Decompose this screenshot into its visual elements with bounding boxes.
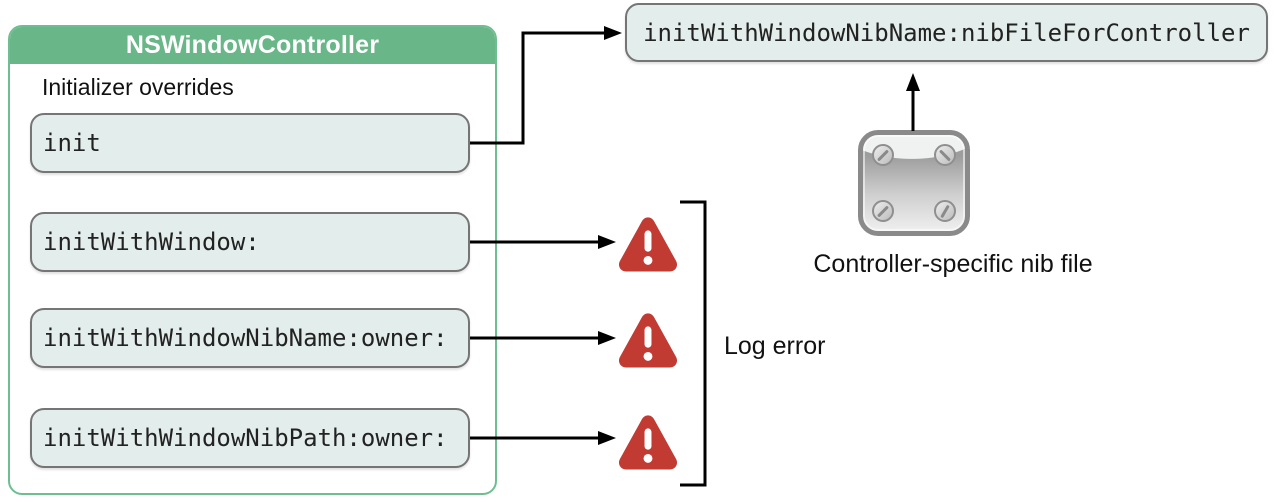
method-label: initWithWindow:	[43, 228, 260, 256]
log-error-bracket	[680, 200, 707, 487]
screw-icon	[872, 144, 894, 166]
designated-initializer-box: initWithWindowNibName:nibFileForControll…	[625, 3, 1268, 62]
designated-initializer-label: initWithWindowNibName:nibFileForControll…	[643, 18, 1250, 47]
screw-icon	[872, 200, 894, 222]
method-box-init: init	[30, 113, 470, 173]
arrow-nibfile-to-designated-initializer	[906, 73, 920, 131]
method-label: init	[43, 129, 101, 157]
method-box-initwithwindownibpath-owner: initWithWindowNibPath:owner:	[30, 408, 470, 468]
class-title: NSWindowController	[125, 31, 380, 59]
warning-triangle-icon	[617, 214, 679, 272]
section-label-initializer-overrides: Initializer overrides	[42, 74, 234, 100]
method-label: initWithWindowNibName:owner:	[43, 324, 448, 352]
nib-file-caption: Controller-specific nib file	[813, 250, 1093, 278]
log-error-label: Log error	[724, 332, 826, 360]
class-header-bar: NSWindowController	[10, 27, 495, 64]
method-label: initWithWindowNibPath:owner:	[43, 424, 448, 452]
warning-triangle-icon	[617, 310, 679, 368]
method-box-initwithwindownibname-owner: initWithWindowNibName:owner:	[30, 308, 470, 368]
screw-icon	[934, 144, 956, 166]
nswindowcontroller-class-box: NSWindowController Initializer overrides…	[8, 25, 497, 495]
warning-triangle-icon	[617, 412, 679, 470]
method-box-initwithwindow: initWithWindow:	[30, 212, 470, 272]
screw-icon	[934, 200, 956, 222]
nib-file-icon	[858, 130, 970, 236]
